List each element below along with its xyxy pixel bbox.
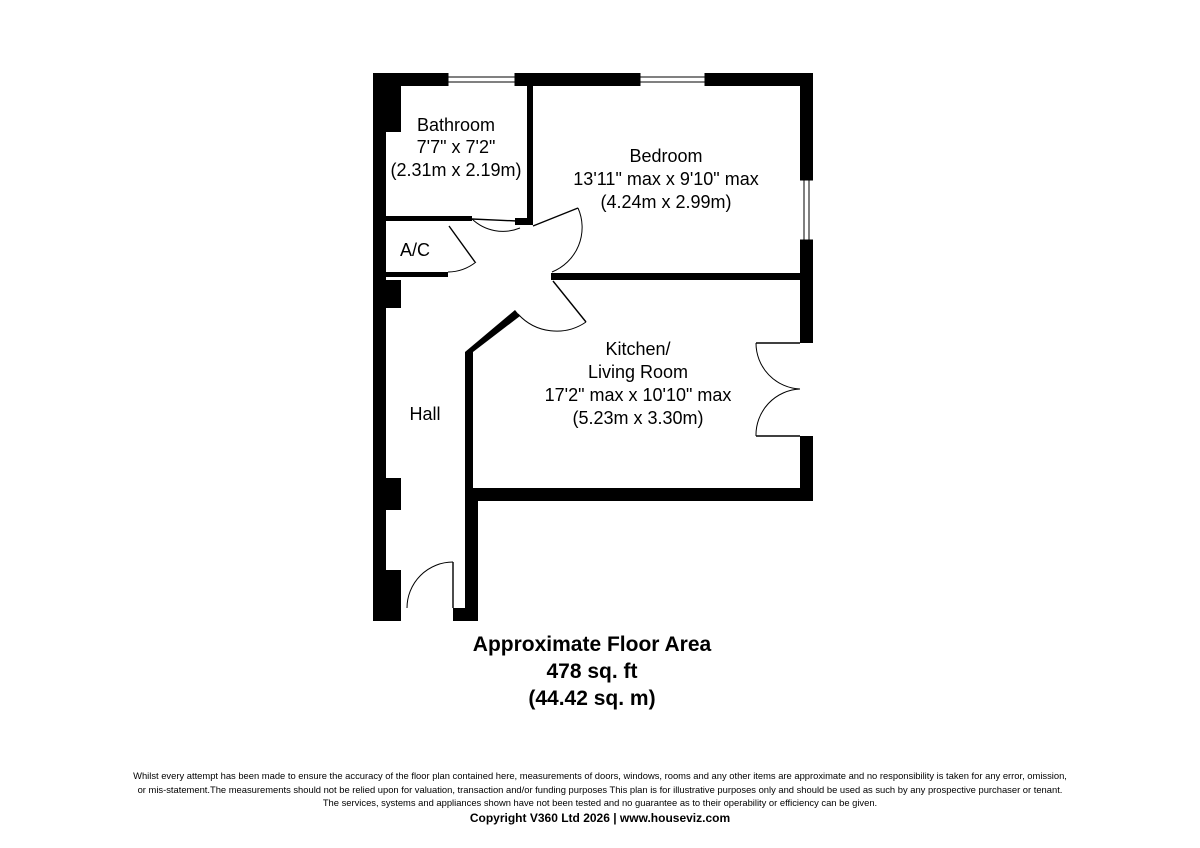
wall-hall-right-lower [465,488,478,621]
kitchen-imperial: 17'2" max x 10'10" max [545,385,732,405]
wall-right-lower [800,436,813,500]
wall-kitchen-bottom [465,488,813,501]
wall-ac-bottom [386,272,448,277]
wall-left-pier-bottom [373,570,401,621]
window-bathroom [448,73,515,86]
wall-top [373,73,813,86]
bedroom-imperial: 13'11" max x 9'10" max [573,169,758,189]
bathroom-name: Bathroom [417,115,495,135]
ac-name: A/C [400,240,430,260]
disclaimer-line-3: The services, systems and appliances sho… [322,797,878,808]
window-bedroom-side [800,180,813,240]
window-bedroom-top [640,73,705,86]
wall-left-pier-low [373,478,401,510]
kitchen-name-line2: Living Room [588,362,688,382]
wall-right-upper [800,73,813,180]
door-ac-arc [447,261,477,273]
door-kitchen-arc [517,313,587,332]
door-bathroom-arc [471,218,521,232]
bedroom-name: Bedroom [629,146,702,166]
floor-area-metric: (44.42 sq. m) [528,687,656,710]
hall-name: Hall [409,404,440,424]
door-bedroom-leaf [532,207,579,227]
kitchen-metric: (5.23m x 3.30m) [572,408,703,428]
windows [447,73,813,241]
bathroom-imperial: 7'7" x 7'2" [417,137,496,157]
floor-area-imperial: 478 sq. ft [546,660,638,683]
disclaimer-line-1: Whilst every attempt has been made to en… [133,770,1067,781]
door-french-lower-arc [755,388,801,437]
copyright: Copyright V360 Ltd 2026 | www.houseviz.c… [469,810,731,825]
bathroom-metric: (2.31m x 2.19m) [390,160,521,180]
wall-left-pier-top [373,86,401,132]
wall-left [373,73,386,621]
door-bathroom-leaf [471,218,518,222]
wall-hall-right-upper [465,352,473,501]
wall-bathroom-bottom-stub [515,218,533,225]
wall-left-pier-mid [373,280,401,308]
door-kitchen-leaf [552,280,587,323]
room-labels: Bathroom 7'7" x 7'2" (2.31m x 2.19m) Bed… [390,115,758,428]
disclaimer: Whilst every attempt has been made to en… [40,769,1160,827]
doors [406,207,801,609]
wall-hall-door-jamb [453,608,478,621]
walls [373,73,813,621]
wall-hall-diagonal [465,310,520,352]
door-entrance-arc [406,561,454,609]
kitchen-name-line1: Kitchen/ [605,339,670,359]
door-ac-leaf [448,225,476,263]
door-bedroom-arc [551,207,583,273]
wall-bathroom-right [527,73,533,223]
wall-bathroom-bottom [386,216,472,221]
wall-right-mid [800,240,813,343]
door-french-upper-arc [755,342,801,390]
floor-area-heading: Approximate Floor Area [472,633,712,656]
floor-area-summary: Approximate Floor Area 478 sq. ft (44.42… [392,631,792,712]
wall-bedroom-bottom [551,273,813,280]
bedroom-metric: (4.24m x 2.99m) [600,192,731,212]
disclaimer-line-2: or mis-statement.The measurements should… [137,783,1063,795]
